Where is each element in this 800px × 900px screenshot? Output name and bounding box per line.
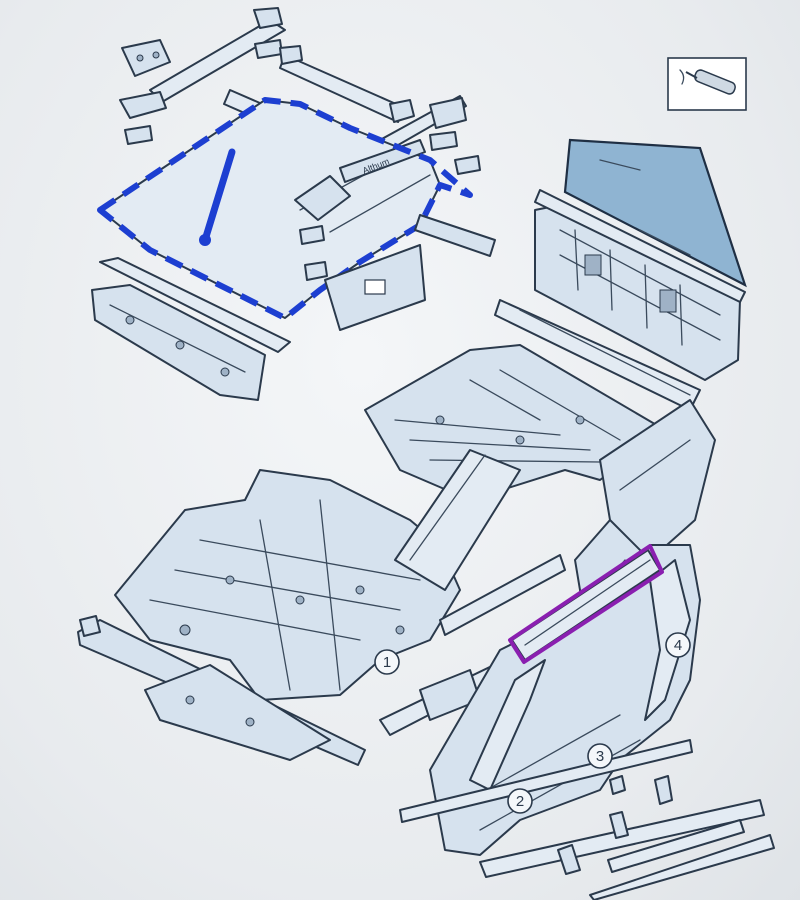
front-crossmember	[77, 615, 366, 766]
roof-crossbar-middle	[279, 45, 415, 123]
roof-crossbar-rear	[119, 7, 286, 145]
front-header-panel	[91, 257, 291, 401]
callout-4: 4	[665, 632, 691, 658]
callout-4-label: 4	[674, 637, 682, 654]
roof-panel-highlight-outline	[97, 97, 473, 321]
sill-brackets	[557, 775, 673, 875]
callout-2: 2	[507, 788, 533, 814]
rocker-panel-lower	[399, 739, 775, 900]
roof-panel: Althum	[97, 97, 473, 321]
roof-side-rail-highlight-outline	[508, 544, 664, 664]
roof-brace-highlight	[201, 148, 236, 244]
adhesive-tube-icon	[667, 57, 747, 111]
rear-roof-bow	[324, 214, 496, 331]
callout-1: 1	[374, 649, 400, 675]
callout-1-label: 1	[383, 654, 391, 671]
roof-side-rail	[508, 544, 664, 664]
callout-3-label: 3	[596, 748, 604, 765]
rear-floor-panel	[364, 299, 701, 501]
body-side-outer	[429, 544, 701, 856]
rear-cab-panel	[534, 189, 746, 381]
callout-2-label: 2	[516, 793, 524, 810]
callout-3: 3	[587, 743, 613, 769]
front-floor-panel	[114, 449, 566, 701]
rear-window-glass	[563, 138, 747, 288]
rear-body-side-inner	[599, 399, 716, 561]
